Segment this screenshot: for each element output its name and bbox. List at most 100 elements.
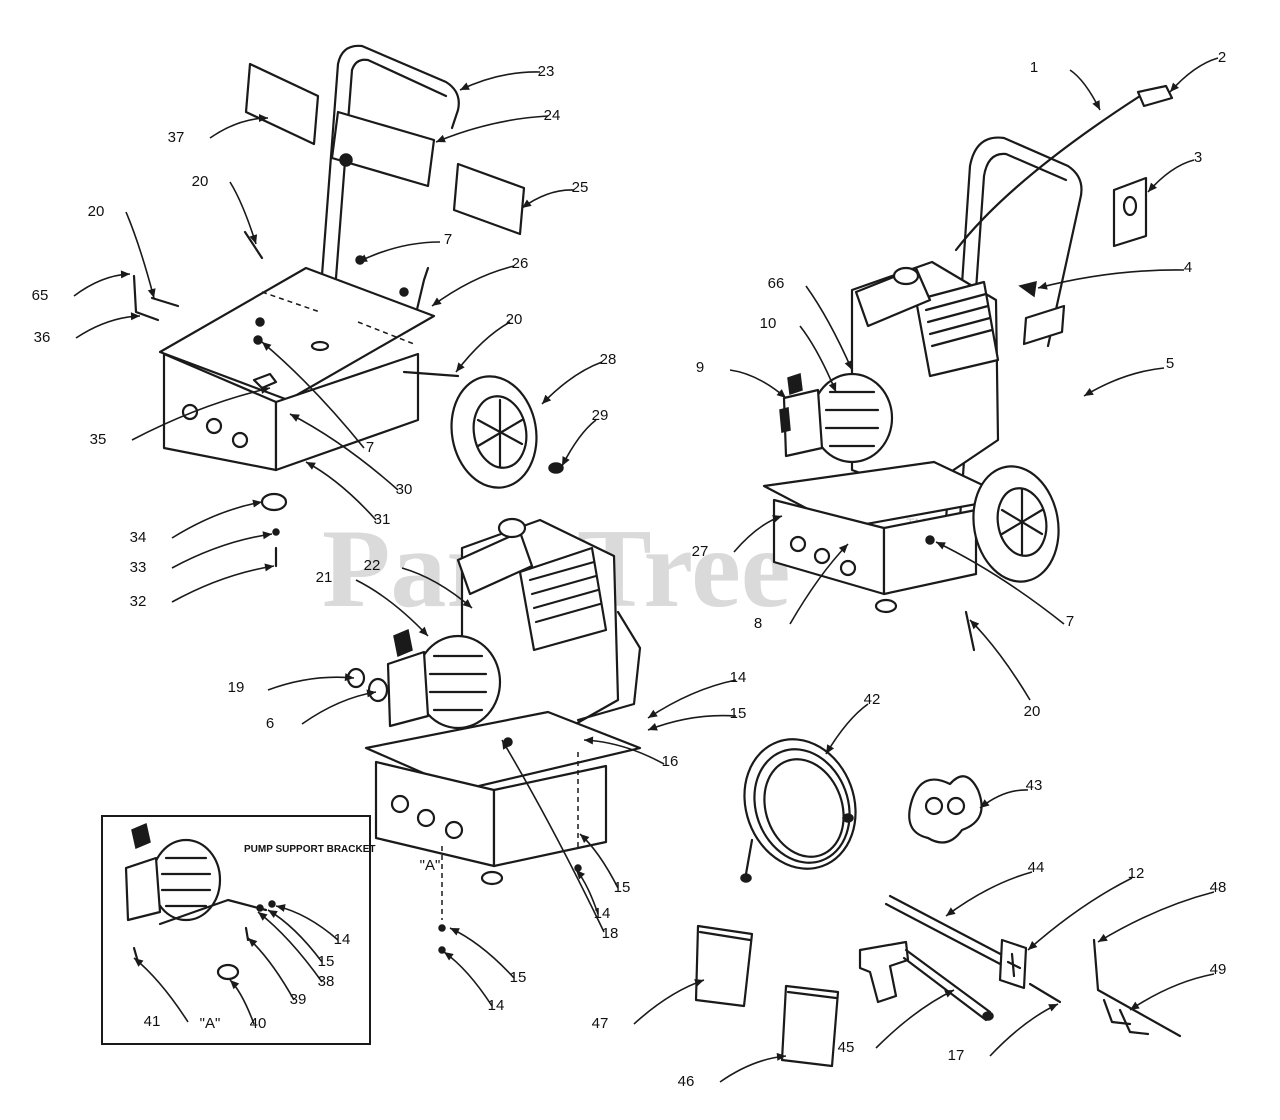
center-fuel-tank <box>456 530 534 596</box>
leader-line-20b <box>125 211 155 299</box>
leader-line-28 <box>541 361 603 405</box>
leader-arrow-14d <box>276 904 286 912</box>
inset-pump-housing <box>150 838 222 922</box>
leader-arrow-46 <box>776 1052 786 1061</box>
callout-label-A2: "A" <box>200 1015 221 1032</box>
control-panel <box>330 110 436 188</box>
leader-arrow-20a <box>249 234 258 244</box>
callout-label-45: 45 <box>838 1039 855 1056</box>
callout-label-14d: 14 <box>334 931 351 948</box>
leader-arrow-27 <box>772 515 782 523</box>
callout-label-22: 22 <box>364 557 381 574</box>
leader-arrow-12 <box>1028 941 1038 950</box>
callout-label-49: 49 <box>1210 961 1227 978</box>
leader-arrow-24 <box>436 134 446 143</box>
leader-arrow-28 <box>542 394 552 404</box>
callout-label-9: 9 <box>696 359 704 376</box>
callout-label-12: 12 <box>1128 865 1145 882</box>
callout-label-8: 8 <box>754 615 762 632</box>
callout-label-3: 3 <box>1194 149 1202 166</box>
leader-line-20a <box>229 181 257 245</box>
leader-line-12 <box>1027 877 1133 951</box>
leader-arrow-45 <box>944 990 954 998</box>
hose-fitting-2 <box>1136 84 1174 108</box>
decal-37 <box>244 62 320 146</box>
callout-label-20d: 20 <box>1024 703 1041 720</box>
callout-label-31: 31 <box>374 511 391 528</box>
leader-arrow-8 <box>838 544 848 554</box>
panel-knob <box>339 153 353 167</box>
leader-arrow-10 <box>828 382 837 392</box>
callout-label-46: 46 <box>678 1073 695 1090</box>
callout-label-47: 47 <box>592 1015 609 1032</box>
leader-line-49 <box>1129 973 1215 1011</box>
callout-label-27: 27 <box>692 543 709 560</box>
leader-arrow-34 <box>252 499 262 508</box>
leader-arrow-20b <box>147 288 156 298</box>
leader-arrow-14a <box>648 709 658 718</box>
leader-line-47 <box>633 979 705 1025</box>
leader-arrow-15c <box>450 928 460 936</box>
callout-label-10: 10 <box>760 315 777 332</box>
callout-label-14b: 14 <box>594 905 611 922</box>
leader-line-7c <box>935 541 1065 625</box>
callout-label-1: 1 <box>1030 59 1038 76</box>
callout-label-35: 35 <box>90 431 107 448</box>
inset-pump-head <box>124 856 162 922</box>
center-fuel-cap <box>497 517 527 539</box>
leader-line-7a <box>357 241 441 263</box>
leader-line-33 <box>171 533 273 569</box>
leader-arrow-6 <box>366 689 376 698</box>
leader-arrow-40 <box>230 980 240 990</box>
handle-bar <box>320 44 460 277</box>
callout-label-23: 23 <box>538 63 555 80</box>
leader-line-35 <box>131 387 271 441</box>
hose-hook <box>1092 938 1182 1038</box>
leader-line-36 <box>75 315 141 339</box>
leader-arrow-66 <box>844 360 853 370</box>
callout-label-20c: 20 <box>506 311 523 328</box>
leader-line-32 <box>171 565 275 603</box>
callout-label-32: 32 <box>130 593 147 610</box>
callout-label-15b: 15 <box>614 879 631 896</box>
callout-label-5: 5 <box>1166 355 1174 372</box>
pump-bracket-inset: PUMP SUPPORT BRACKET <box>101 815 376 1045</box>
callout-label-6: 6 <box>266 715 274 732</box>
leader-arrow-33 <box>262 531 272 540</box>
callout-label-19: 19 <box>228 679 245 696</box>
callout-label-43: 43 <box>1026 777 1043 794</box>
nozzle-holder <box>908 775 983 844</box>
hose-1 <box>954 94 1142 252</box>
wheel-nut <box>548 462 564 474</box>
leader-line-23 <box>459 71 541 91</box>
callout-label-42: 42 <box>864 691 881 708</box>
callout-label-44: 44 <box>1028 859 1045 876</box>
decal-25 <box>452 162 526 236</box>
wheel-right <box>972 465 1060 583</box>
leader-arrow-5 <box>1084 387 1094 396</box>
leader-arrow-49 <box>1130 1001 1140 1010</box>
engine-pump-assembly <box>346 517 642 954</box>
leader-line-19 <box>267 676 355 691</box>
leader-arrow-39 <box>248 938 258 948</box>
manual-46 <box>780 984 840 1068</box>
callout-label-15d: 15 <box>318 953 335 970</box>
leader-line-20c <box>455 321 511 373</box>
inset-foot-40 <box>216 963 240 981</box>
leader-arrow-29 <box>562 456 570 466</box>
callout-label-15c: 15 <box>510 969 527 986</box>
leader-arrow-44 <box>946 907 956 916</box>
leader-line-7b <box>261 341 365 449</box>
leader-line-5 <box>1083 367 1165 397</box>
leader-line-30 <box>289 413 399 491</box>
leader-line-9 <box>729 369 787 399</box>
leader-arrow-2 <box>1170 82 1179 92</box>
leader-arrow-31 <box>306 462 316 470</box>
leader-arrow-19 <box>344 673 354 682</box>
callout-label-25: 25 <box>572 179 589 196</box>
leader-arrow-9 <box>776 389 786 398</box>
callout-label-7c: 7 <box>1066 613 1074 630</box>
leader-arrow-16 <box>584 736 594 745</box>
leader-line-18 <box>501 739 605 933</box>
